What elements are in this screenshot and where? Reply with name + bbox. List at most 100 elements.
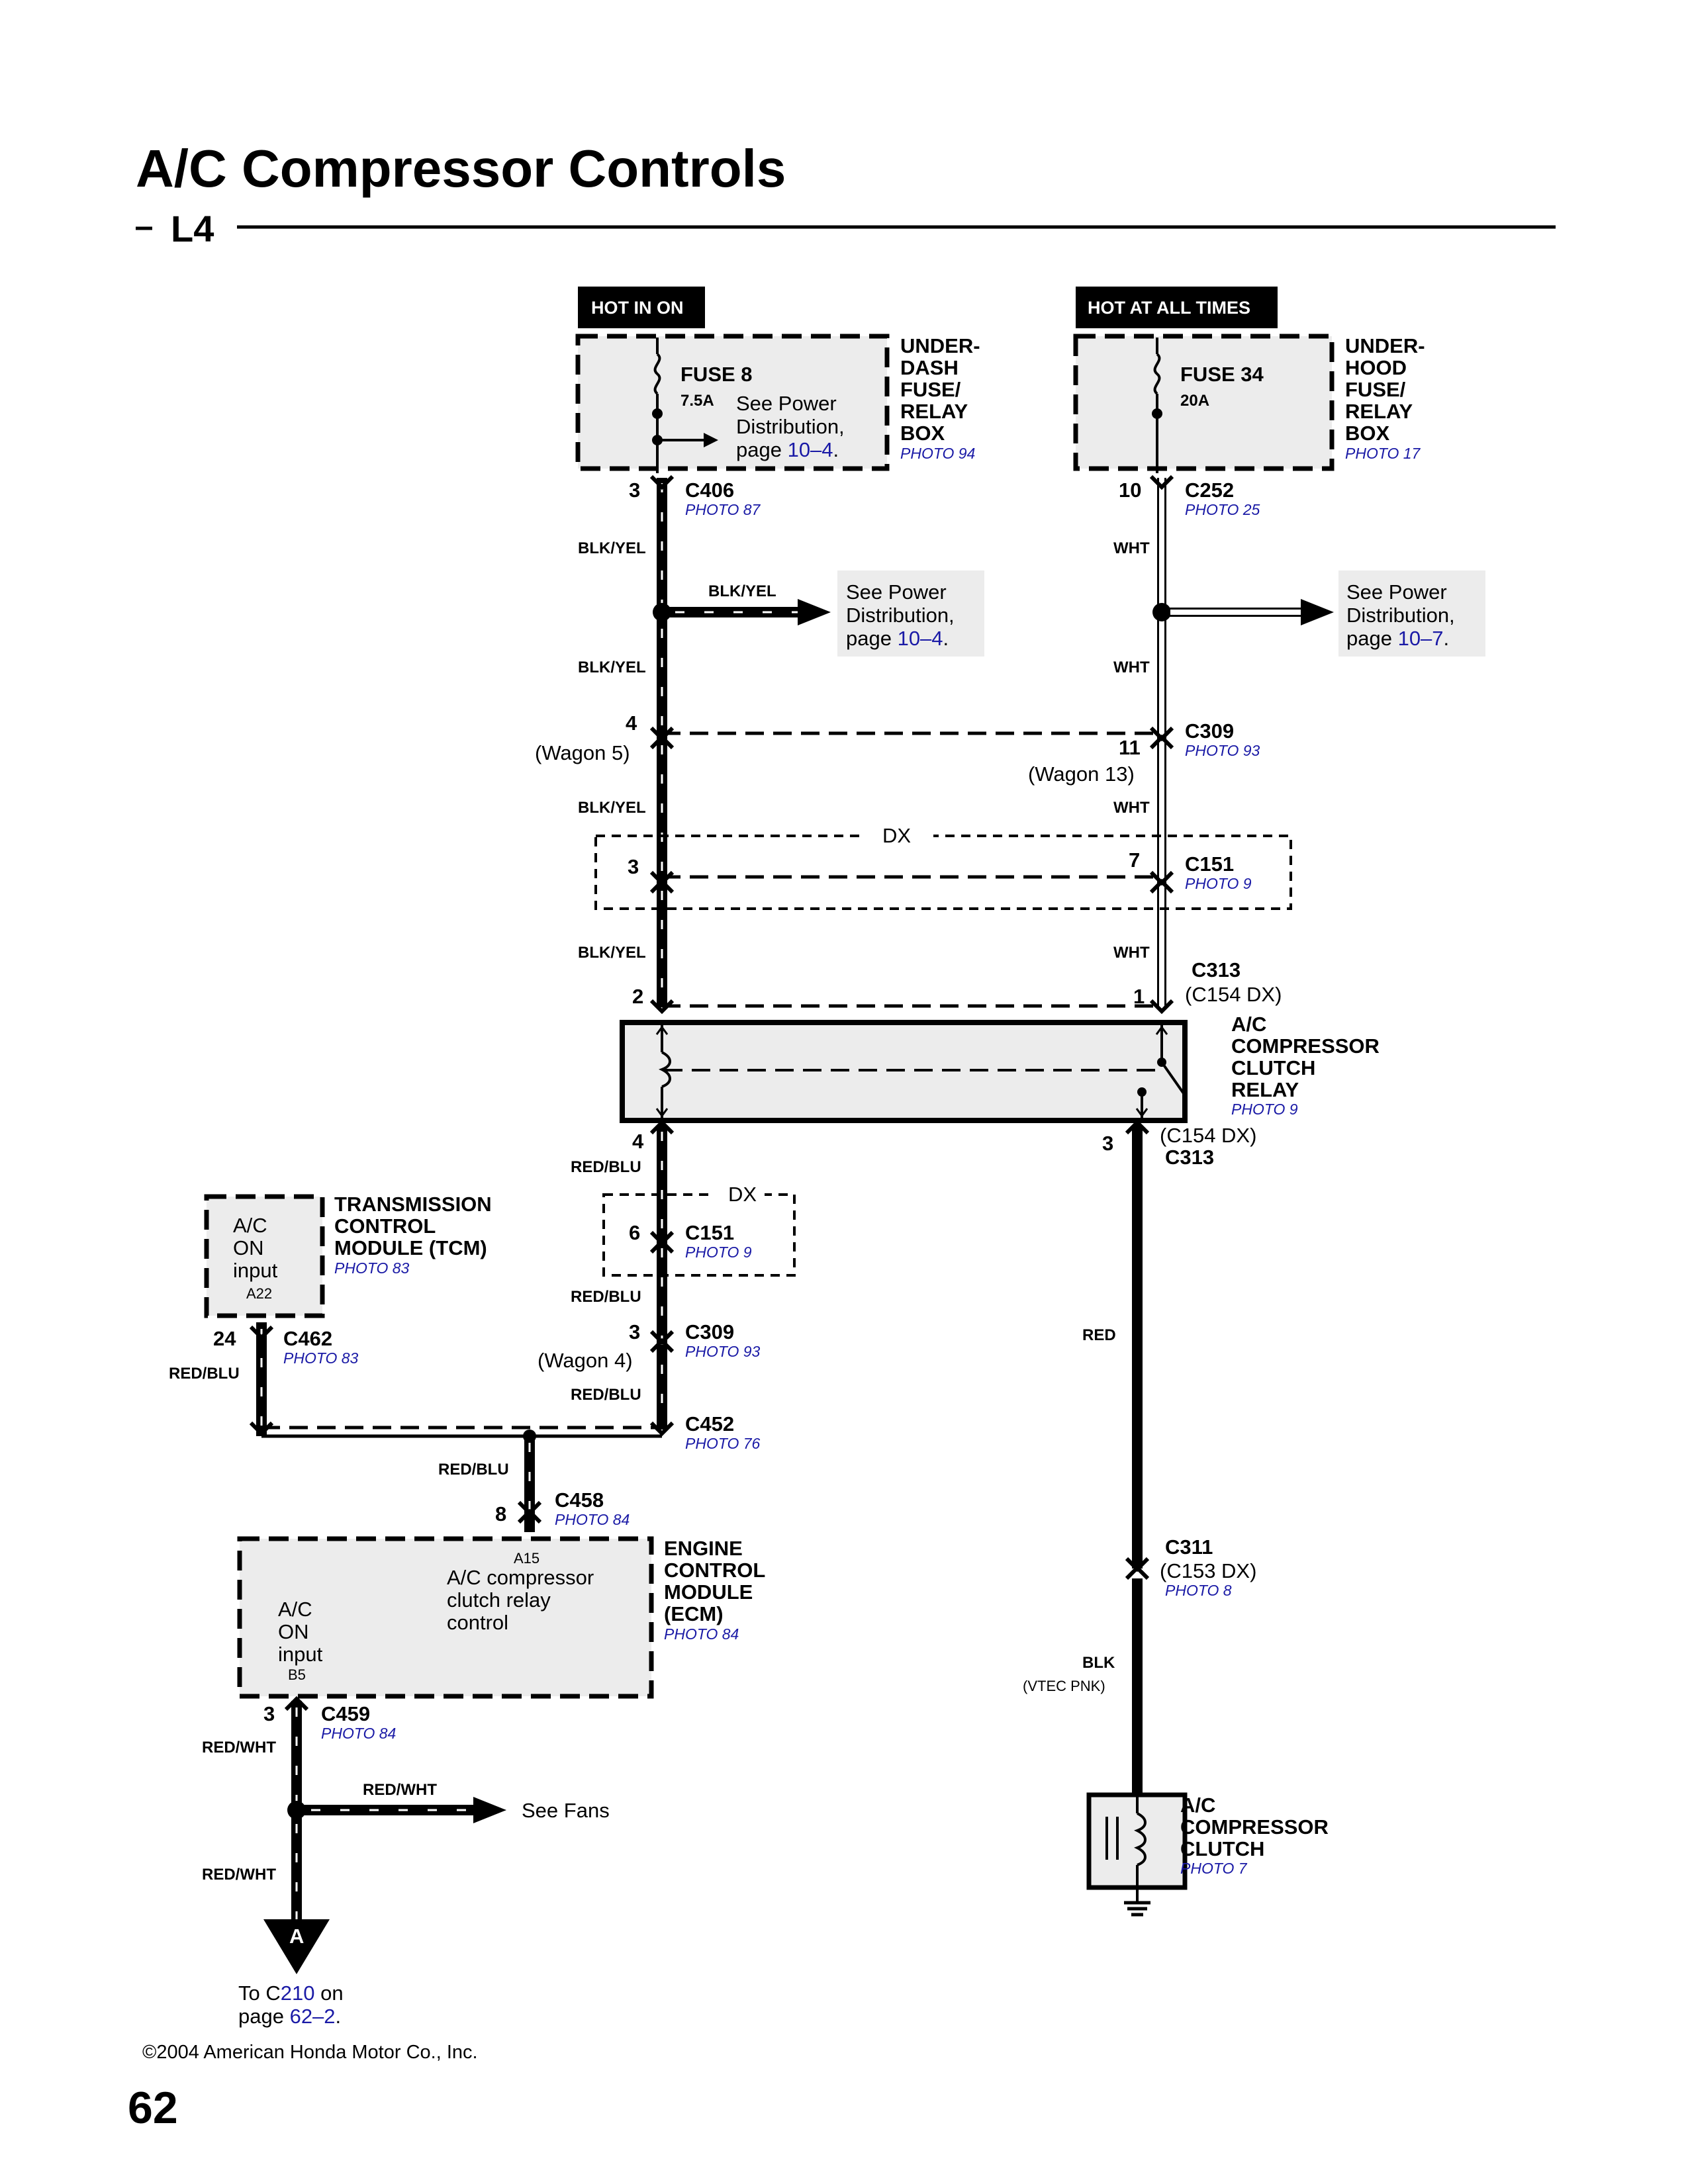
branch-arrow-right	[1301, 599, 1334, 625]
c151-mid-photo[interactable]: PHOTO 9	[685, 1244, 752, 1261]
c311-label: C311	[1165, 1535, 1213, 1559]
fuse-8-note-line-2: Distribution,	[736, 415, 845, 438]
fuse-8-page-link[interactable]: 10–4	[788, 438, 833, 461]
underhood-box-name-4: RELAY	[1345, 400, 1413, 423]
c309-top-right-symbol	[1149, 726, 1174, 750]
clutch-photo[interactable]: PHOTO 7	[1180, 1860, 1248, 1877]
c406-pin: 3	[629, 478, 640, 502]
c309-mid-symbol	[649, 1330, 675, 1353]
ecm-output-line-2: clutch relay	[447, 1588, 551, 1612]
see-power-left-line-2: Distribution,	[846, 604, 955, 627]
ecm-input-line-1: A/C	[278, 1598, 312, 1621]
fuse-34-symbol	[1153, 353, 1161, 395]
dx-label-top: DX	[882, 824, 911, 847]
c459-pin: 3	[263, 1702, 275, 1725]
fuse-8-symbol	[653, 353, 661, 395]
fuse-8-note-line-3: page 10–4.	[736, 438, 839, 461]
offpage-note-line-1: To C210 on	[238, 1981, 344, 2005]
relay-out-pin: 4	[632, 1130, 644, 1153]
wire-label-red-blu-tcm: RED/BLU	[169, 1365, 240, 1383]
clutch-coil-icon	[1134, 1812, 1147, 1866]
hot-at-all-times-badge	[1076, 287, 1278, 328]
see-power-left-line-3: page 10–4.	[846, 627, 949, 650]
c309-top-photo[interactable]: PHOTO 93	[1185, 742, 1260, 759]
c252-label: C252	[1185, 478, 1234, 502]
c151-top-photo[interactable]: PHOTO 9	[1185, 875, 1252, 892]
c252-pin: 10	[1119, 478, 1141, 502]
underdash-box-name-3: FUSE/	[900, 378, 961, 401]
c462-symbol	[249, 1325, 274, 1341]
ecm-photo[interactable]: PHOTO 84	[664, 1625, 739, 1643]
c462-photo[interactable]: PHOTO 83	[283, 1349, 359, 1367]
c452-photo[interactable]: PHOTO 76	[685, 1435, 761, 1452]
wire-label-wht-2: WHT	[1113, 659, 1150, 676]
c313-top-right-symbol	[1149, 999, 1174, 1015]
relay-name-2: COMPRESSOR	[1231, 1034, 1380, 1058]
see-fans-label[interactable]: See Fans	[522, 1799, 610, 1822]
offpage-connector-a[interactable]	[263, 1919, 330, 1974]
c309-mid-pin: 3	[629, 1320, 640, 1343]
underhood-box-photo[interactable]: PHOTO 17	[1345, 445, 1421, 462]
c462-pin: 24	[213, 1327, 236, 1350]
wire-label-red-blu-3: RED/BLU	[571, 1386, 641, 1404]
fuse-34-label: FUSE 34	[1180, 363, 1264, 386]
ecm-input-line-3: input	[278, 1643, 323, 1666]
tcm-input-line-2: ON	[233, 1236, 264, 1259]
c406-photo[interactable]: PHOTO 87	[685, 501, 761, 518]
relay-name-4: RELAY	[1231, 1078, 1299, 1101]
see-fans-arrow	[473, 1797, 506, 1823]
c151-top-right-symbol	[1149, 870, 1174, 894]
wire-label-blk: BLK	[1082, 1654, 1115, 1672]
see-power-left-box	[837, 570, 984, 657]
tcm-photo[interactable]: PHOTO 83	[334, 1259, 410, 1277]
c458-photo[interactable]: PHOTO 84	[555, 1511, 630, 1528]
c313-top-pin-right: 1	[1133, 985, 1145, 1008]
c313-top-pin-left: 2	[632, 985, 643, 1008]
c151-top-left-symbol	[649, 870, 675, 894]
tcm-box	[204, 1194, 325, 1318]
fuse-34-rating: 20A	[1180, 392, 1209, 410]
offpage-page-link[interactable]: 62–2	[290, 2005, 336, 2028]
page-subtitle: L4	[171, 208, 214, 250]
wire-label-red-wht-branch: RED/WHT	[363, 1781, 437, 1799]
underdash-box-photo[interactable]: PHOTO 94	[900, 445, 975, 462]
c252-photo[interactable]: PHOTO 25	[1185, 501, 1260, 518]
ecm-input-terminal: B5	[288, 1666, 306, 1683]
copyright: ©2004 American Honda Motor Co., Inc.	[142, 2042, 478, 2063]
c459-photo[interactable]: PHOTO 84	[321, 1725, 396, 1742]
relay-photo[interactable]: PHOTO 9	[1231, 1101, 1298, 1118]
tcm-name-2: CONTROL	[334, 1214, 436, 1238]
ecm-box	[237, 1536, 654, 1699]
c313-bottom-label: C313	[1165, 1146, 1214, 1169]
c309-mid-photo[interactable]: PHOTO 93	[685, 1343, 761, 1360]
c311-photo[interactable]: PHOTO 8	[1165, 1582, 1232, 1599]
see-power-left-page-link[interactable]: 10–4	[898, 627, 943, 650]
ecm-output-line-3: control	[447, 1611, 508, 1634]
offpage-connector-letter: A	[289, 1925, 304, 1948]
ecm-name-4: (ECM)	[664, 1602, 724, 1625]
ecm-name-3: MODULE	[664, 1580, 753, 1604]
relay-out-connector	[649, 1119, 675, 1135]
see-power-right-page-link[interactable]: 10–7	[1398, 627, 1444, 650]
c151-top-label: C151	[1185, 852, 1234, 876]
underdash-box-name-4: RELAY	[900, 400, 968, 423]
page-number: 62	[128, 2083, 178, 2133]
c459-symbol	[284, 1696, 309, 1711]
c309-top-wagon-left: (Wagon 5)	[535, 741, 630, 764]
tcm-name-3: MODULE (TCM)	[334, 1236, 487, 1259]
c309-mid-wagon: (Wagon 4)	[538, 1349, 633, 1372]
fuse-8-branch-arrow	[704, 433, 718, 447]
ecm-name-1: ENGINE	[664, 1537, 743, 1560]
ecm-input-line-2: ON	[278, 1620, 309, 1643]
underhood-box-name-5: BOX	[1345, 422, 1390, 445]
offpage-c210-link[interactable]: 210	[281, 1981, 315, 2005]
c151-mid-pin: 6	[629, 1221, 640, 1244]
clutch-name-2: COMPRESSOR	[1180, 1815, 1329, 1839]
relay-switch-blade	[1160, 1061, 1186, 1097]
c406-label: C406	[685, 478, 734, 502]
tcm-input-line-1: A/C	[233, 1214, 267, 1237]
wire-label-blk-yel-3: BLK/YEL	[578, 799, 646, 817]
relay-name-1: A/C	[1231, 1013, 1266, 1036]
dx-area-top	[594, 835, 1292, 910]
branch-arrow-left	[798, 599, 831, 625]
